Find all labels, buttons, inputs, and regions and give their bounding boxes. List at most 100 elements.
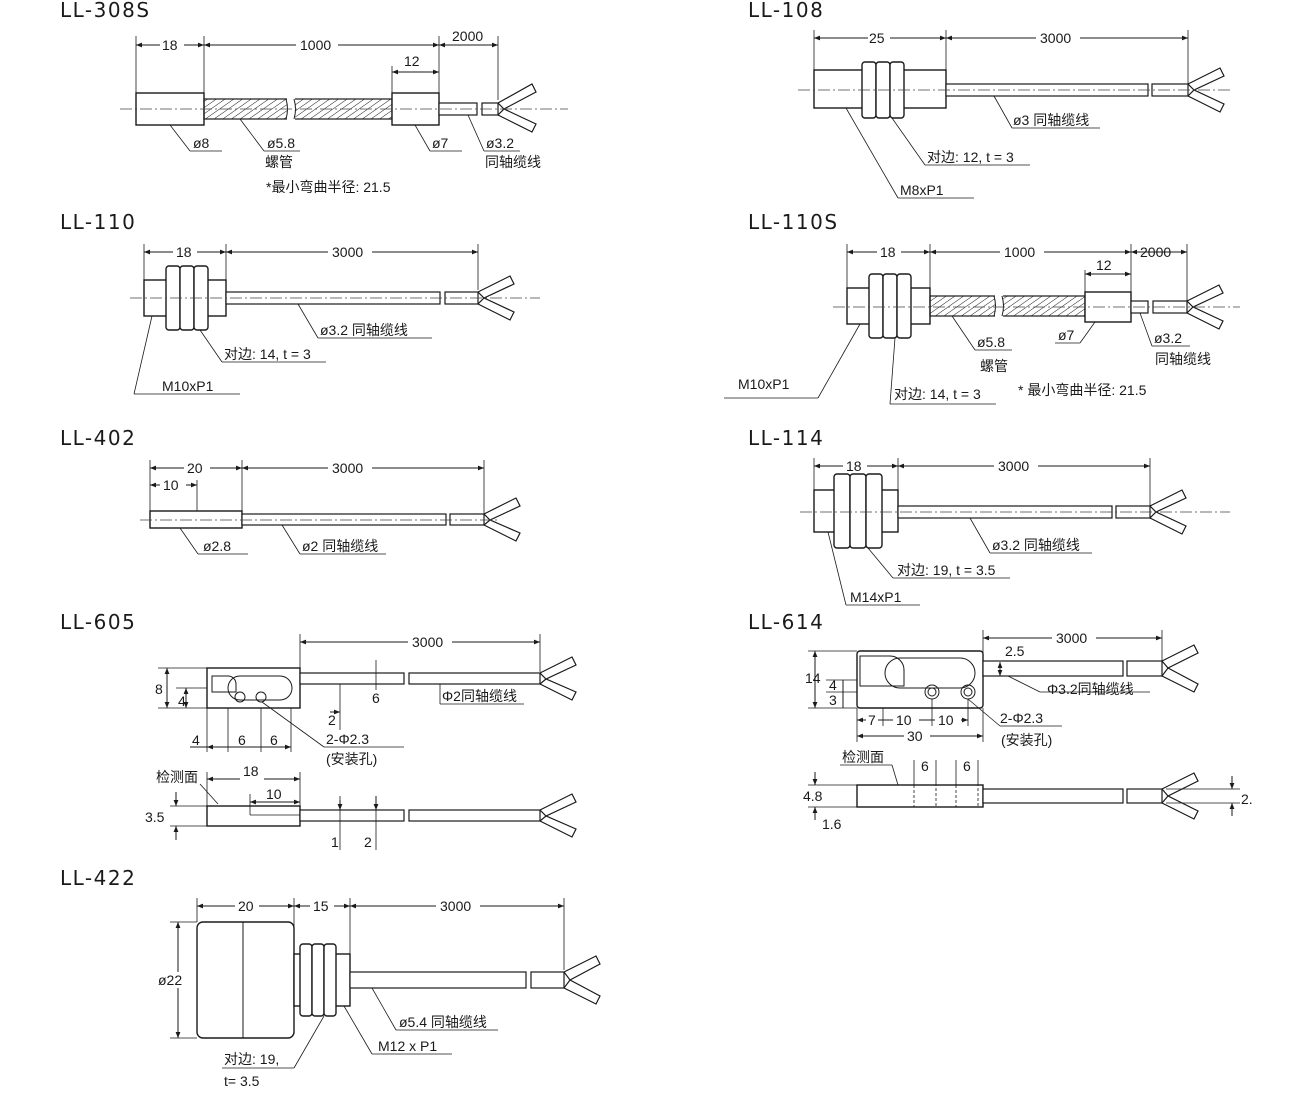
ll614-top-body (856, 650, 984, 709)
dim-ll605-h2: 4 (178, 693, 186, 709)
dim-ll614-7: 7 (868, 712, 876, 728)
dim-ll422-dia: ø22 (158, 972, 182, 988)
label-ll110s-flat: 对边: 14, t = 3 (894, 386, 981, 402)
dim-ll614-cable: 3000 (1056, 630, 1087, 646)
label-ll605-cable: Φ2同轴缆线 (442, 688, 517, 704)
dim-ll614-10a: 10 (896, 712, 912, 728)
label-ll614-holes: 2-Φ2.3 (1000, 710, 1043, 726)
dim-ll110s-hose: 1000 (1004, 244, 1035, 260)
dim-ll110s-len: 18 (880, 244, 896, 260)
title-ll110s: LL-110S (748, 210, 839, 234)
dim-ll110s-sleeve: 12 (1096, 257, 1112, 273)
dim-ll422-15: 15 (313, 898, 329, 914)
ll614-side-body (856, 784, 984, 808)
drawing-ll422: LL-422 20 15 3000 ø22 ø5.4 同轴缆线 (60, 866, 601, 1089)
dim-ll605-18: 18 (243, 763, 259, 779)
title-ll402: LL-402 (60, 426, 136, 450)
dim-ll614-4: 4 (829, 677, 837, 693)
label-ll422-thread: M12 x P1 (378, 1038, 437, 1054)
dim-ll614-6a: 6 (921, 758, 929, 774)
title-ll108: LL-108 (748, 0, 824, 22)
drawing-ll402: LL-402 20 10 3000 ø2.8 ø2 同轴缆线 (60, 426, 521, 555)
title-ll110: LL-110 (60, 210, 136, 234)
label-ll422-cable: ø5.4 同轴缆线 (399, 1014, 487, 1030)
ll308s-wires (496, 83, 537, 133)
dim-ll605-6b: 6 (238, 732, 246, 748)
dim-ll605-35: 3.5 (145, 809, 165, 825)
drawing-ll110: LL-110 18 3000 ø3.2 同轴缆线 对边: 14, t = 3 M… (60, 210, 540, 395)
ll605-top-body (206, 667, 301, 709)
label-ll108-cable: ø3 同轴缆线 (1013, 112, 1089, 128)
dim-ll605-1: 1 (331, 834, 339, 850)
label-ll308s-body-dia: ø8 (193, 135, 210, 151)
ll402-wires (482, 497, 521, 542)
dim-ll110-len: 18 (176, 244, 192, 260)
dim-ll402-cable: 3000 (332, 460, 363, 476)
dim-ll614-16: 1.6 (822, 816, 842, 832)
dim-ll108-len: 25 (869, 30, 885, 46)
ll108-wires (1186, 67, 1225, 113)
dim-ll402-len: 20 (187, 460, 203, 476)
label-ll402-body-dia: ø2.8 (203, 538, 231, 554)
label-ll402-cable: ø2 同轴缆线 (302, 538, 378, 554)
label-ll110s-hose-dia: ø5.8 (977, 334, 1005, 350)
dim-ll110-cable: 3000 (332, 244, 363, 260)
dim-ll614-14: 14 (805, 670, 821, 686)
dim-ll308s-cable: 2000 (452, 28, 483, 44)
ll422-wires (563, 955, 601, 1005)
label-ll614-face: 检测面 (842, 749, 884, 765)
ll614-wires (1161, 644, 1199, 693)
dim-ll114-cable: 3000 (998, 458, 1029, 474)
ll614-side-wires (1161, 772, 1199, 820)
label-ll110-cable: ø3.2 同轴缆线 (320, 322, 408, 338)
note-ll308s-bend: *最小弯曲半径: 21.5 (266, 179, 391, 195)
dim-ll605-6a: 6 (372, 690, 380, 706)
dim-ll308s-len: 18 (162, 37, 178, 53)
dim-ll614-25: 2.5 (1005, 643, 1025, 659)
dim-ll605-2: 2 (328, 712, 336, 728)
dim-ll422-20: 20 (238, 898, 254, 914)
label-ll110s-hose: 螺管 (980, 358, 1008, 374)
label-ll110-thread: M10xP1 (162, 378, 214, 394)
dim-ll614-30: 30 (907, 728, 923, 744)
label-ll114-flat: 对边: 19, t = 3.5 (897, 562, 996, 578)
title-ll605: LL-605 (60, 610, 136, 634)
ll110s-hose (929, 295, 1086, 317)
label-ll114-thread: M14xP1 (850, 589, 902, 605)
label-ll108-thread: M8xP1 (900, 182, 944, 198)
label-ll605-holes-note: (安装孔) (326, 751, 377, 767)
label-ll110s-thread: M10xP1 (738, 376, 790, 392)
drawing-ll108: LL-108 25 3000 ø3 同轴缆线 对边: 12, t = 3 M8x… (748, 0, 1230, 199)
label-ll110s-sleeve-dia: ø7 (1058, 327, 1075, 343)
dim-ll605-2b: 2 (364, 834, 372, 850)
dim-ll402-half: 10 (163, 477, 179, 493)
label-ll114-cable: ø3.2 同轴缆线 (992, 537, 1080, 553)
dim-ll605-h: 8 (155, 681, 163, 697)
dim-ll614-48: 4.8 (803, 788, 823, 804)
dim-ll614-6b: 6 (963, 758, 971, 774)
title-ll308s: LL-308S (60, 0, 151, 22)
ll605-side-body (206, 805, 301, 827)
drawing-ll110s: LL-110S 18 1000 12 2000 ø5.8 螺管 ø7 (724, 210, 1240, 405)
ll605-sensor-face (211, 675, 237, 693)
label-ll110s-cable-dia: ø3.2 (1154, 330, 1182, 346)
dim-ll308s-sleeve: 12 (404, 53, 420, 69)
drawing-ll614: LL-614 3000 2.5 Φ3.2同轴缆线 14 4 3 (748, 610, 1253, 832)
label-ll614-holes-note: (安装孔) (1001, 732, 1052, 748)
label-ll605-holes: 2-Φ2.3 (326, 731, 369, 747)
label-ll110s-cable: 同轴缆线 (1155, 351, 1211, 367)
ll110s-wires (1185, 284, 1224, 330)
label-ll308s-cable: 同轴缆线 (485, 154, 541, 170)
dim-ll614-2: 2. (1241, 791, 1253, 807)
ll422-body (196, 921, 295, 1039)
title-ll422: LL-422 (60, 866, 136, 890)
dim-ll422-cable: 3000 (440, 898, 471, 914)
label-ll308s-hose-dia: ø5.8 (267, 135, 295, 151)
drawing-ll308s: LL-308S 18 1000 12 2000 ø8 ø5.8 (60, 0, 568, 195)
dim-ll614-10b: 10 (938, 712, 954, 728)
title-ll114: LL-114 (748, 426, 824, 450)
dim-ll308s-hose: 1000 (300, 37, 331, 53)
ll110-wires (476, 275, 515, 321)
ll605-wires (538, 656, 577, 701)
